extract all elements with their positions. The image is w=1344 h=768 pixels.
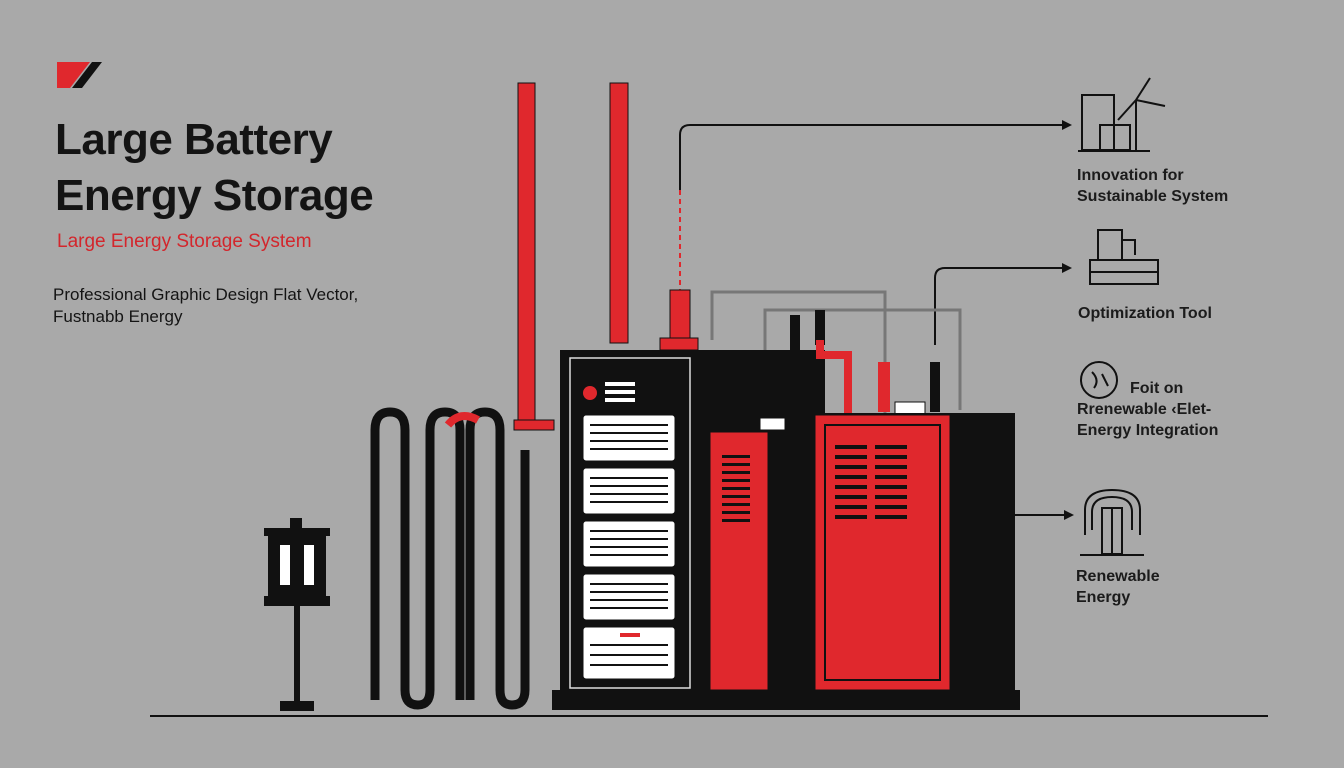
logo-icon <box>57 62 102 88</box>
label-line: Innovation for <box>1077 167 1184 184</box>
label-line: Energy Integration <box>1077 422 1219 439</box>
red-battery-unit <box>709 417 810 691</box>
subtitle: Large Energy Storage System <box>57 231 312 252</box>
title-line: Large Battery <box>55 115 333 164</box>
label-line: Energy <box>1076 589 1131 606</box>
feature-label-innovation: Innovation for Sustainable System <box>1077 165 1228 207</box>
platform-base <box>552 690 1020 710</box>
red-pole <box>513 82 629 431</box>
description-line: Professional Graphic Design Flat Vector, <box>53 285 359 304</box>
label-line: Sustainable System <box>1077 188 1229 205</box>
lamp-post-icon <box>264 518 330 711</box>
cable-coils <box>370 407 530 710</box>
feature-label-renewable: Renewable Energy <box>1076 566 1160 608</box>
label-line: Foit on <box>1130 380 1184 397</box>
description: Professional Graphic Design Flat Vector,… <box>53 284 358 328</box>
label-line: Rrenewable ‹Elet- <box>1077 401 1212 418</box>
page-title: Large Battery Energy Storage <box>55 112 374 224</box>
label-line: Renewable <box>1076 568 1160 585</box>
description-line: Fustnabb Energy <box>53 307 183 326</box>
label-line: Optimization Tool <box>1078 305 1212 322</box>
machine-icon <box>1089 229 1159 285</box>
arch-tower-icon <box>1080 488 1144 556</box>
globe-icon <box>1080 361 1118 399</box>
feature-label-integration: Foit on Rrenewable ‹Elet- Energy Integra… <box>1077 378 1218 441</box>
red-battery-unit <box>814 401 1015 691</box>
connector-arrows <box>679 124 1065 516</box>
title-line: Energy Storage <box>55 171 374 220</box>
feature-label-optimization: Optimization Tool <box>1078 303 1212 324</box>
wind-turbine-factory-icon <box>1078 77 1166 152</box>
